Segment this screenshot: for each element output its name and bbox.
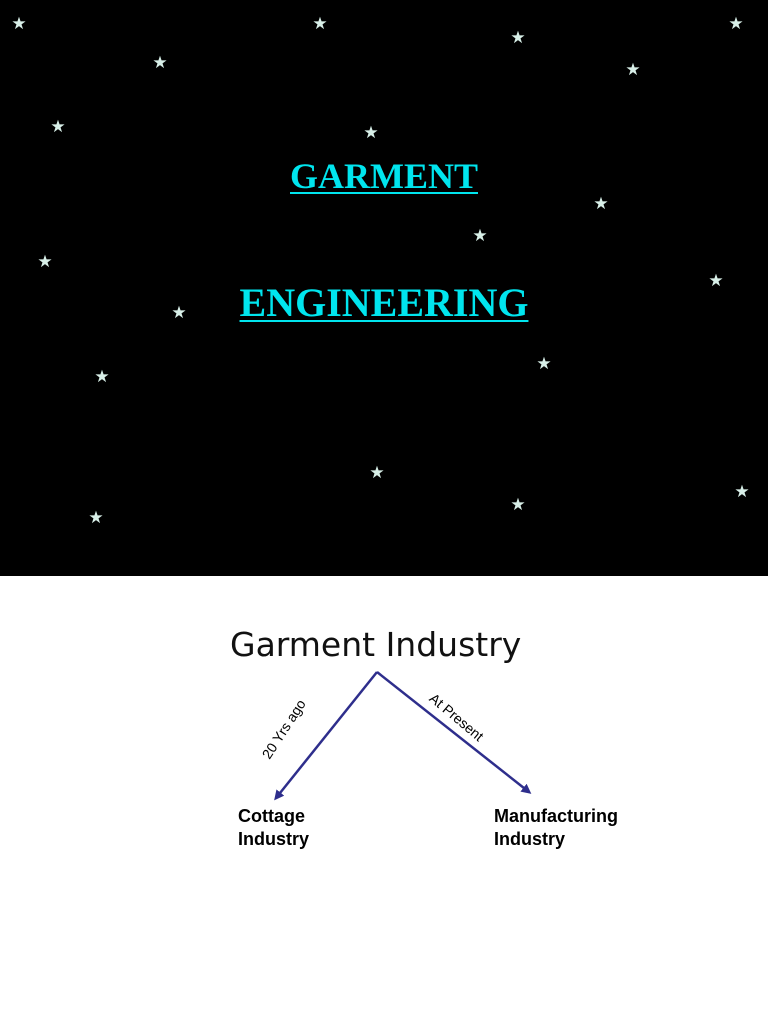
star-icon: ★ [536, 354, 552, 374]
star-icon: ★ [728, 14, 744, 34]
title-line-1: GARMENT [290, 156, 478, 196]
star-icon: ★ [363, 123, 379, 143]
title-line-2: ENGINEERING [239, 280, 529, 325]
diagram-arrows [274, 671, 532, 801]
star-icon: ★ [369, 463, 385, 483]
star-icon: ★ [94, 367, 110, 387]
node-cottage-industry: Cottage Industry [238, 805, 309, 851]
arrow-left [274, 671, 378, 801]
diagram-heading: Garment Industry [230, 625, 522, 664]
star-icon: ★ [50, 117, 66, 137]
star-icon: ★ [472, 226, 488, 246]
star-icon: ★ [510, 495, 526, 515]
arrow-right [376, 671, 532, 794]
star-icon: ★ [37, 252, 53, 272]
star-icon: ★ [11, 14, 27, 34]
star-icon: ★ [625, 60, 641, 80]
star-icon: ★ [171, 303, 187, 323]
star-icon: ★ [510, 28, 526, 48]
node-manufacturing-industry: Manufacturing Industry [494, 805, 618, 851]
node-manufacturing-line2: Industry [494, 829, 566, 849]
star-icon: ★ [152, 53, 168, 73]
node-cottage-line1: Cottage [238, 806, 305, 826]
star-icon: ★ [88, 508, 104, 528]
title-slide: ★ ★ ★ ★ ★ ★ ★ ★ ★ ★ ★ ★ ★ ★ ★ ★ ★ ★ ★ GA… [0, 0, 768, 576]
node-cottage-line2: Industry [238, 829, 310, 849]
star-icon: ★ [593, 194, 609, 214]
star-icon: ★ [312, 14, 328, 34]
diagram-slide: Garment Industry 20 Yrs ago At Present C… [0, 576, 768, 1024]
node-manufacturing-line1: Manufacturing [494, 806, 618, 826]
star-icon: ★ [734, 482, 750, 502]
star-icon: ★ [708, 271, 724, 291]
